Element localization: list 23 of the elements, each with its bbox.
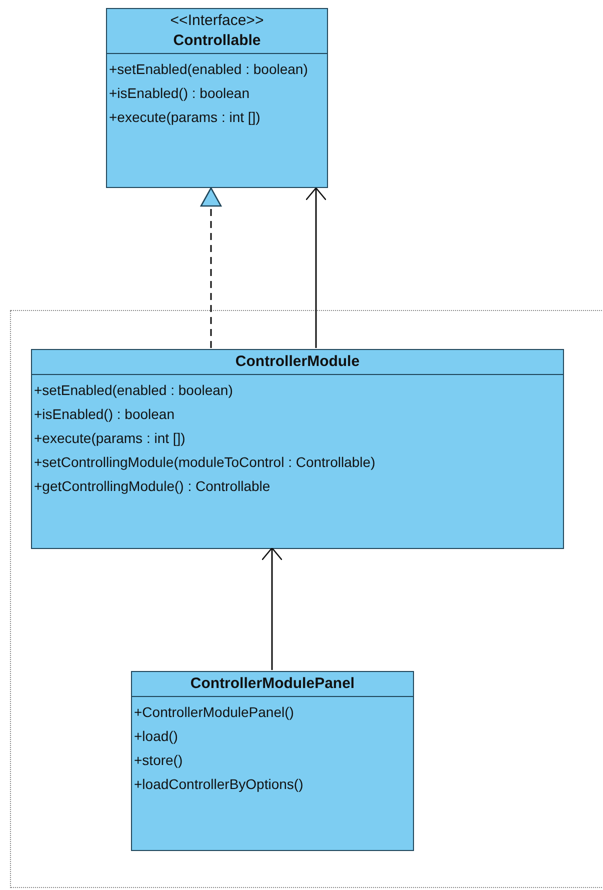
- package-frame: [10, 310, 603, 888]
- operation-text: +isEnabled() : boolean: [109, 84, 250, 103]
- class-name: ControllerModulePanel: [190, 674, 355, 694]
- operation-text: +setEnabled(enabled : boolean): [109, 60, 308, 79]
- class-box: [106, 8, 328, 188]
- operation-text: +execute(params : int []): [109, 108, 260, 127]
- arrow: [261, 547, 283, 670]
- operation-text: +execute(params : int []): [34, 429, 186, 448]
- arrow: [200, 187, 222, 348]
- operation-text: +loadControllerByOptions(): [134, 775, 304, 794]
- operation-text: +load(): [134, 727, 178, 746]
- operation-text: +setControllingModule(moduleToControl : Controllable): [34, 453, 376, 472]
- stereotype-label: <<Interface>>: [170, 11, 264, 31]
- operation-text: +getControllingModule() : Controllable: [34, 477, 270, 496]
- operation-text: +ControllerModulePanel(): [134, 703, 294, 722]
- operation-text: +store(): [134, 751, 183, 770]
- arrow: [305, 187, 327, 348]
- class-box: [131, 671, 414, 851]
- operation-text: +setEnabled(enabled : boolean): [34, 381, 233, 400]
- class-box: [31, 349, 564, 549]
- class-name: Controllable: [173, 31, 261, 51]
- operation-text: +isEnabled() : boolean: [34, 405, 174, 424]
- class-name: ControllerModule: [235, 352, 360, 372]
